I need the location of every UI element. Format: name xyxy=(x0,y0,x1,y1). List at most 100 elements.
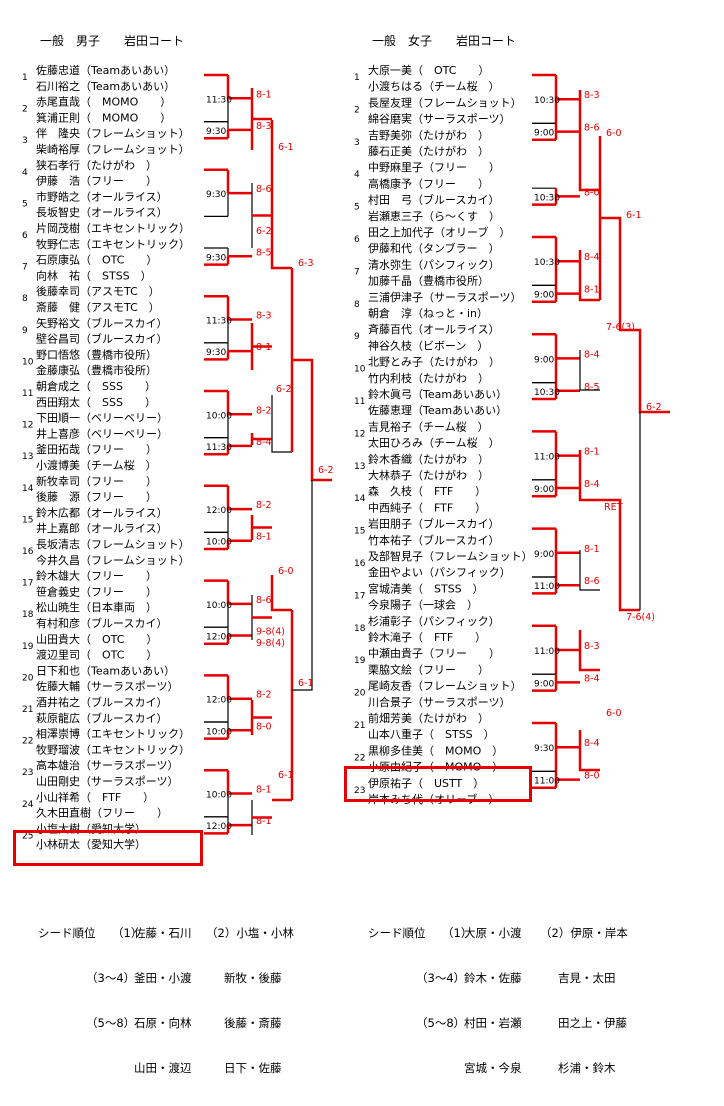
women-entry-number: 6 xyxy=(354,235,360,245)
men-player-name: 小渡博美（チーム桜 ） xyxy=(36,458,157,472)
match-time: 10:30 xyxy=(534,258,560,268)
match-score: 9-8(4) xyxy=(256,638,285,649)
women-entry-number: 11 xyxy=(354,397,365,407)
men-entry-number: 17 xyxy=(22,579,33,589)
women-player-name: 中野麻里子（フリー ） xyxy=(368,160,500,174)
match-score: 8-1 xyxy=(256,816,272,827)
women-entry-number: 13 xyxy=(354,462,365,472)
men-entry-number: 21 xyxy=(22,705,33,715)
men-entry-number: 7 xyxy=(22,263,28,273)
men-player-name: 酒井祐之（ブルースカイ） xyxy=(36,695,167,709)
match-score: 8-1 xyxy=(584,544,600,555)
men-entry-number: 5 xyxy=(22,199,28,209)
match-score: 6-0 xyxy=(606,128,622,139)
women-player-name: 北野とみ子（たけがわ ） xyxy=(368,355,500,369)
men-entry-number: 11 xyxy=(22,389,33,399)
match-score: 8-4 xyxy=(584,738,600,749)
women-player-name: 太田ひろみ（チーム桜 ） xyxy=(368,436,500,450)
women-player-name: 中瀬由貴子（フリー ） xyxy=(368,646,500,660)
men-player-name: 有村和彦（ブルースカイ） xyxy=(36,616,167,630)
match-score: 6-1 xyxy=(626,210,642,221)
men-player-name: 野口悟悠（豊橋市役所） xyxy=(36,347,157,361)
match-time: 9:30 xyxy=(206,190,226,200)
match-score: 8-1 xyxy=(256,89,272,100)
women-player-name: 吉見裕子（チーム桜 ） xyxy=(368,419,489,433)
men-player-name: 萩原龍広（ブルースカイ） xyxy=(36,711,167,725)
match-time: 11:30 xyxy=(206,317,232,327)
women-entry-number: 8 xyxy=(354,300,360,310)
women-entry-number: 20 xyxy=(354,689,366,699)
men-player-name: 朝倉成之（ SSS ） xyxy=(36,379,156,393)
women-player-name: 綿谷磨実（サーラスポーツ） xyxy=(368,112,511,126)
men-player-name: 長坂清志（フレームショット） xyxy=(36,538,190,551)
men-player-name: 佐藤忠道（Teamあいあい） xyxy=(36,63,175,77)
match-score: 8-3 xyxy=(584,641,600,652)
bracket-line xyxy=(578,730,600,772)
men-player-name: 山田貴大（ OTC ） xyxy=(36,632,157,646)
match-score: 8-5 xyxy=(584,382,600,393)
women-seed-list: シード順位（1）大原・小渡（2）伊原・岸本 （3～4）鈴木・佐藤吉見・太田 （5… xyxy=(368,926,628,1075)
men-entry-number: 15 xyxy=(22,515,33,525)
match-score: 6-1 xyxy=(278,770,294,781)
match-score: 8-1 xyxy=(256,785,272,796)
men-entry-number: 6 xyxy=(22,231,28,241)
match-score: 7-6(4) xyxy=(626,612,655,623)
women-entry-number: 9 xyxy=(354,332,360,342)
women-player-name: 岩田朋子（ブルースカイ） xyxy=(368,517,499,531)
women-entry-number: 18 xyxy=(354,624,366,634)
match-time: 9:00 xyxy=(534,129,554,139)
women-player-name: 斉藤百代（オールライス） xyxy=(368,322,500,336)
match-time: 9:30 xyxy=(206,253,226,263)
men-entry-number: 20 xyxy=(22,673,34,683)
match-score: 8-1 xyxy=(256,532,272,543)
match-score: 6-1 xyxy=(298,678,314,689)
match-score: 8-0 xyxy=(584,771,600,782)
men-entry-number: 10 xyxy=(22,357,34,367)
bracket-line xyxy=(600,498,640,612)
women-player-name: 尾崎友香（フレームショット） xyxy=(368,679,522,693)
match-time: 9:00 xyxy=(534,355,554,365)
men-player-name: 壁谷昌司（ブルースカイ） xyxy=(36,332,167,346)
match-score: 6-1 xyxy=(278,142,294,153)
bracket-line xyxy=(292,480,313,691)
match-score: 6-2 xyxy=(646,402,662,413)
men-entry-number: 22 xyxy=(22,737,33,747)
men-player-name: 市野皓之（オールライス） xyxy=(36,189,168,203)
women-player-name: 大林恭子（たけがわ ） xyxy=(368,468,489,482)
men-player-name: 渡辺里司（ OTC ） xyxy=(36,648,157,662)
men-player-name: 下田順一（ベリーベリー） xyxy=(36,412,168,425)
match-score: 8-4 xyxy=(256,437,272,448)
match-time: 11:00 xyxy=(534,647,560,657)
bracket-line xyxy=(578,90,600,192)
match-score: 8-0 xyxy=(584,187,600,198)
women-player-name: 金田やよい（パシフィック） xyxy=(368,565,511,579)
women-player-name: 佐藤恵理（Teamあいあい） xyxy=(368,403,507,417)
women-player-name: 伊藤和代（タンブラー ） xyxy=(368,241,500,255)
match-score: 8-6 xyxy=(256,595,272,606)
women-entry-number: 22 xyxy=(354,753,365,763)
match-time: 9:00 xyxy=(534,485,554,495)
match-score: 6-2 xyxy=(276,384,292,395)
women-player-name: 森 久枝（ FTF ） xyxy=(368,484,486,498)
men-player-name: 山田剛史（サーラスポーツ） xyxy=(36,775,179,788)
bracket-line xyxy=(578,630,600,672)
women-seed-label: シード順位 xyxy=(368,926,426,940)
men-entry-number: 18 xyxy=(22,610,34,620)
match-score: 6-0 xyxy=(606,708,622,719)
women-player-name: 黒柳多佳美（ MOMO ） xyxy=(368,743,503,757)
match-time: 11:00 xyxy=(534,777,560,787)
women-player-name: 鈴木香織（たけがわ ） xyxy=(368,452,489,466)
bracket-line xyxy=(578,450,600,502)
match-time: 9:00 xyxy=(534,550,554,560)
men-player-name: 松山暁生（日本車両 ） xyxy=(36,600,157,614)
women-player-name: 川合景子（サーラスポーツ） xyxy=(368,695,511,709)
match-time: 11:30 xyxy=(206,443,232,453)
men-player-name: 鈴木広都（オールライス） xyxy=(36,505,168,519)
women-entry-number: 4 xyxy=(354,170,360,180)
match-score: 8-2 xyxy=(256,500,272,511)
women-entry-number: 12 xyxy=(354,429,365,439)
match-score: 8-4 xyxy=(584,673,600,684)
women-player-name: 大原一美（ OTC ） xyxy=(368,63,489,77)
match-time: 11:00 xyxy=(534,453,560,463)
match-score: 9-8(4) xyxy=(256,627,285,638)
